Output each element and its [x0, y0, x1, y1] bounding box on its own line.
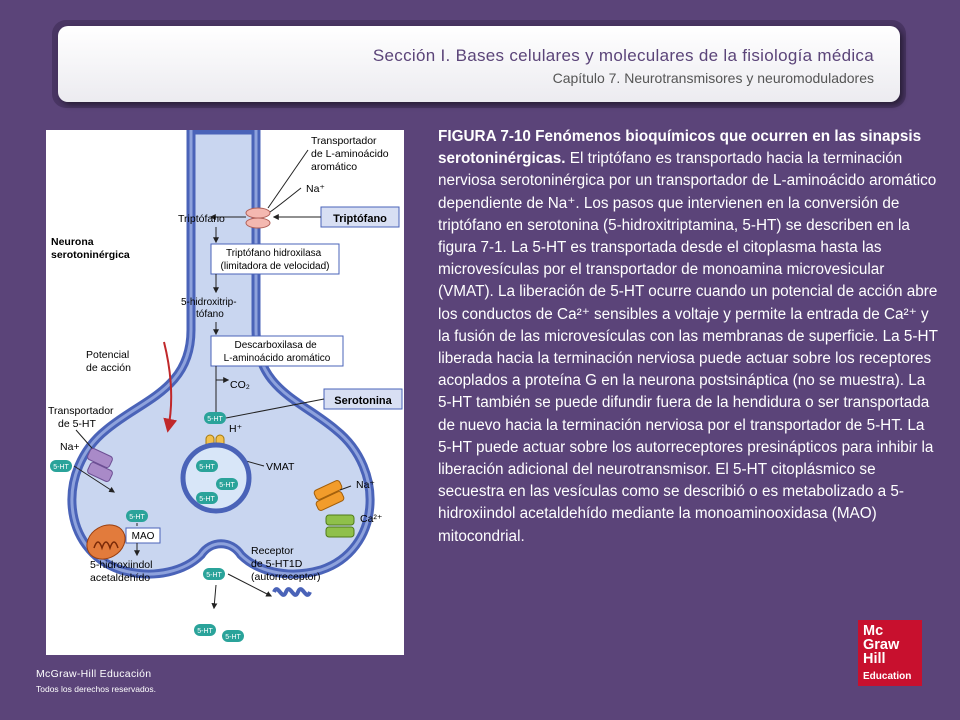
- mcgraw-hill-logo: Mc Graw Hill Education: [858, 620, 922, 686]
- synapse-diagram: Triptófano Transportador de L-aminoácido…: [48, 125, 403, 642]
- header-banner: Sección I. Bases celulares y moleculares…: [58, 26, 900, 102]
- vmat-label: VMAT: [266, 461, 295, 473]
- transporter-label: Transportador de L-aminoácido aromático: [311, 135, 392, 173]
- autoreceptor-icon: [272, 587, 312, 597]
- svg-text:5-HT: 5-HT: [197, 628, 213, 635]
- aromatic-aminoacid-transporter-icon: [245, 207, 271, 229]
- neuron-label: Neurona serotoninérgica: [51, 236, 130, 261]
- ca-right-label: Ca²⁺: [360, 513, 383, 525]
- decarboxylase-label: Descarboxilasa de L-aminoácido aromático: [224, 340, 331, 364]
- svg-text:5-HT: 5-HT: [206, 572, 222, 579]
- autoreceptor-label: Receptor de 5-HT1D (autorreceptor): [251, 545, 320, 583]
- hydroxylase-box: [210, 243, 340, 275]
- figure-caption: FIGURA 7-10 Fenómenos bioquímicos que oc…: [438, 126, 938, 548]
- svg-text:5-HT: 5-HT: [129, 514, 145, 521]
- ht-pill: 5-HT: [216, 478, 238, 490]
- svg-text:5-HT: 5-HT: [219, 482, 235, 489]
- ht-pill: 5-HT: [126, 510, 148, 522]
- svg-text:5-HT: 5-HT: [53, 464, 69, 471]
- hydroxytryptophan-label: 5-hidroxitrip- tófano: [181, 297, 239, 320]
- decarboxylase-box: [210, 335, 344, 367]
- ht-transporter-label: Transportador de 5-HT: [48, 405, 116, 430]
- svg-text:5-HT: 5-HT: [225, 634, 241, 641]
- mao-box: [125, 527, 161, 544]
- publisher-name: McGraw-Hill Educación: [36, 668, 152, 680]
- ht-pill: 5-HT: [222, 630, 244, 642]
- tryptophan-box-label: Triptófano: [333, 213, 387, 225]
- tryptophan-inside-label: Triptófano: [178, 213, 225, 225]
- rights-notice: Todos los derechos reservados.: [36, 684, 157, 694]
- serotonin-synapse-figure: Triptófano Transportador de L-aminoácido…: [46, 125, 404, 655]
- ht-pill: 5-HT: [50, 460, 72, 472]
- ht-pill: 5-HT: [196, 492, 218, 504]
- calcium-channel-icon: [325, 514, 355, 538]
- hydroxylase-label: Triptófano hidroxilasa (limitadora de ve…: [221, 248, 330, 272]
- ht-pill: 5-HT: [196, 460, 218, 472]
- na-left-label: Na+: [60, 441, 80, 453]
- serotonin-box-label: Serotonina: [334, 395, 392, 407]
- na-top-label: Na⁺: [306, 183, 325, 195]
- h-plus-label: H⁺: [229, 423, 243, 435]
- svg-text:5-HT: 5-HT: [199, 464, 215, 471]
- sodium-channel-icon: [313, 480, 345, 511]
- section-title: Sección I. Bases celulares y moleculares…: [372, 46, 874, 65]
- svg-text:5-HT: 5-HT: [207, 416, 223, 423]
- action-potential-label: Potencial de acción: [86, 349, 132, 374]
- svg-text:5-HT: 5-HT: [199, 496, 215, 503]
- serotonin-reuptake-transporter-icon: [87, 447, 113, 483]
- ht-pill: 5-HT: [204, 412, 226, 424]
- na-right-label: Na⁺: [356, 479, 375, 491]
- caption-lead: FIGURA 7-10 Fenómenos bioquímicos que oc…: [438, 128, 922, 168]
- mao-label: MAO: [132, 531, 155, 542]
- ht-pill: 5-HT: [203, 568, 225, 580]
- hydroxyindol-label: 5-hidroxiindol acetaldehído: [90, 559, 155, 584]
- caption-body: El triptófano es transportado hacia la t…: [438, 150, 938, 545]
- ht-pill: 5-HT: [194, 624, 216, 636]
- co2-label: CO₂: [230, 379, 250, 391]
- chapter-subtitle: Capítulo 7. Neurotransmisores y neuromod…: [552, 70, 874, 86]
